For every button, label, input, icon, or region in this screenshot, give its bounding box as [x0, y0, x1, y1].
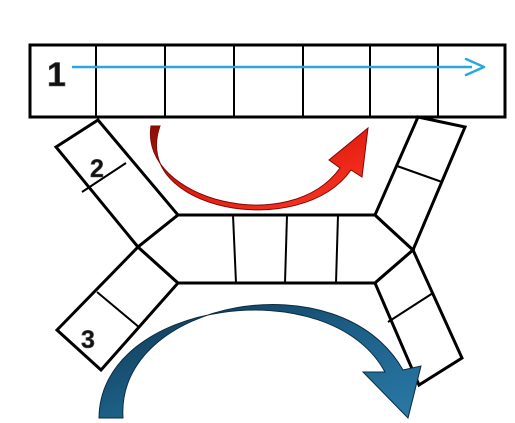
curved-arrow-up-right-icon: [150, 125, 369, 211]
top-row-frame: [28, 43, 507, 119]
central-frame: [135, 213, 416, 285]
central-track: [135, 213, 416, 285]
straight-arrow-icon: [72, 57, 486, 77]
label-one: 1: [47, 56, 66, 94]
label-two: 2: [90, 155, 104, 183]
top-row: [28, 43, 507, 119]
central-divider: [232, 214, 237, 284]
right-lower-branch: [373, 247, 464, 388]
right-lower-divider: [387, 292, 434, 323]
curved-arrow-down-right-icon: [98, 304, 422, 419]
right-upper-divider: [396, 165, 443, 183]
central-divider: [284, 214, 288, 284]
central-divider: [335, 214, 339, 284]
label-three: 3: [81, 326, 95, 354]
left-lower-divider: [96, 291, 141, 329]
left-upper-divider: [81, 162, 127, 193]
right-lower-frame: [373, 247, 464, 388]
